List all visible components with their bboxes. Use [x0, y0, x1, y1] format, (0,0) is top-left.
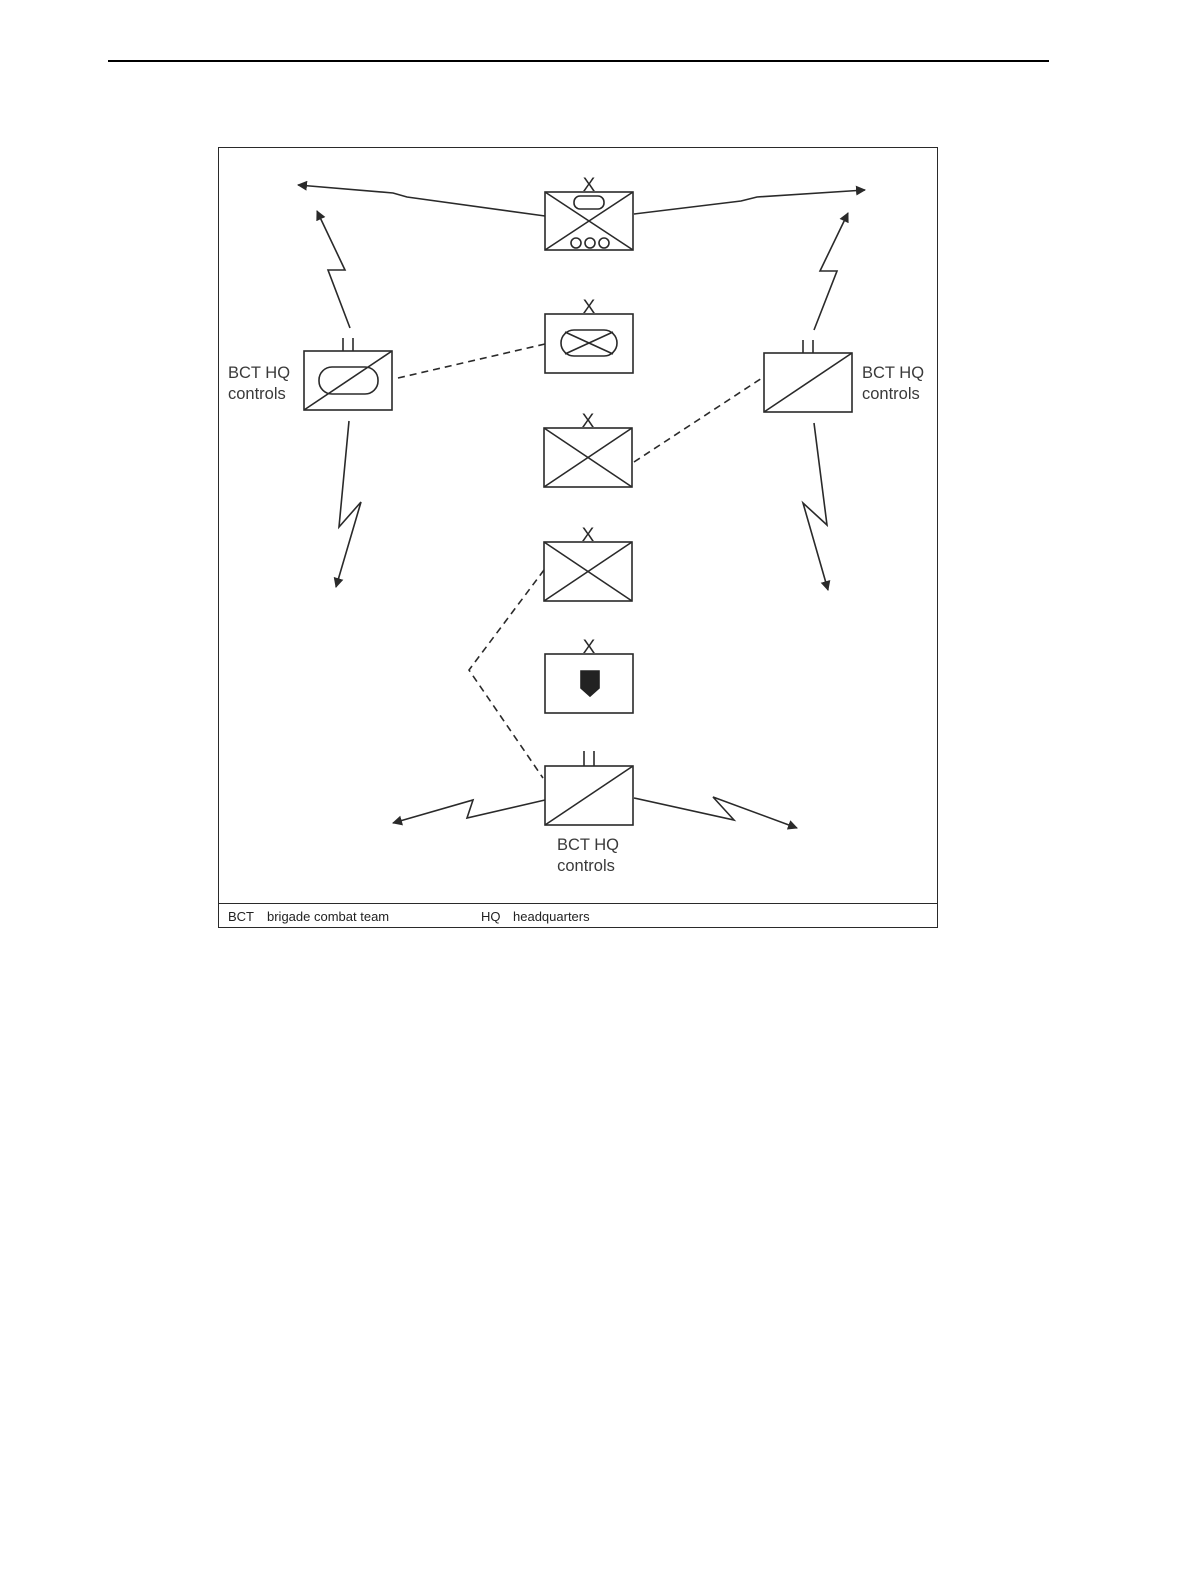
bottom-hq-label-line1: BCT HQ — [557, 836, 619, 854]
right-hq-to-infantry-link — [633, 377, 763, 463]
control-links — [397, 343, 763, 779]
figure-frame — [218, 147, 938, 928]
radio-arrow-bottom-left — [392, 798, 546, 826]
radio-arrow-right-up — [813, 212, 849, 331]
right-hq-label-line1: BCT HQ — [862, 364, 924, 382]
radio-arrow-right-down — [801, 422, 831, 591]
radio-arrow-top-left — [297, 180, 546, 217]
radio-links — [297, 180, 866, 830]
radio-arrow-top-right — [633, 185, 866, 215]
sustainment-unit-symbol — [544, 653, 634, 714]
echelon-mark-infantry-2: X — [582, 525, 595, 546]
legend-hq-definition: headquarters — [513, 909, 590, 924]
echelon-mark-top: X — [583, 175, 596, 196]
echelon-mark-sustainment: X — [583, 637, 596, 658]
left-hq-to-armored-link — [397, 343, 546, 379]
right-hq-symbol — [763, 340, 853, 413]
echelon-mark-infantry-1: X — [582, 411, 595, 432]
legend-hq-abbr: HQ — [481, 909, 501, 924]
legend: BCT brigade combat team HQ headquarters — [218, 903, 938, 928]
top-unit-symbol — [544, 191, 634, 251]
radio-arrow-left-down — [333, 420, 362, 588]
legend-bct-definition: brigade combat team — [267, 909, 390, 924]
left-hq-label-line1: BCT HQ — [228, 364, 290, 382]
radio-arrow-left-up — [316, 210, 351, 329]
bottom-hq-label-line2: controls — [557, 857, 615, 875]
left-hq-label-line2: controls — [228, 385, 286, 403]
infantry-unit-symbol-1 — [543, 427, 633, 488]
legend-bct-abbr: BCT — [228, 909, 254, 924]
bottom-hq-symbol — [544, 751, 634, 826]
right-hq-label-line2: controls — [862, 385, 920, 403]
armored-unit-symbol — [544, 313, 634, 374]
infantry-unit-symbol-2 — [543, 541, 633, 602]
page-header-rule — [108, 60, 1049, 62]
left-hq-symbol — [303, 338, 393, 411]
echelon-mark-armored: X — [583, 297, 596, 318]
bottom-hq-to-infantry-link — [468, 569, 545, 779]
radio-arrow-bottom-right — [633, 796, 798, 830]
